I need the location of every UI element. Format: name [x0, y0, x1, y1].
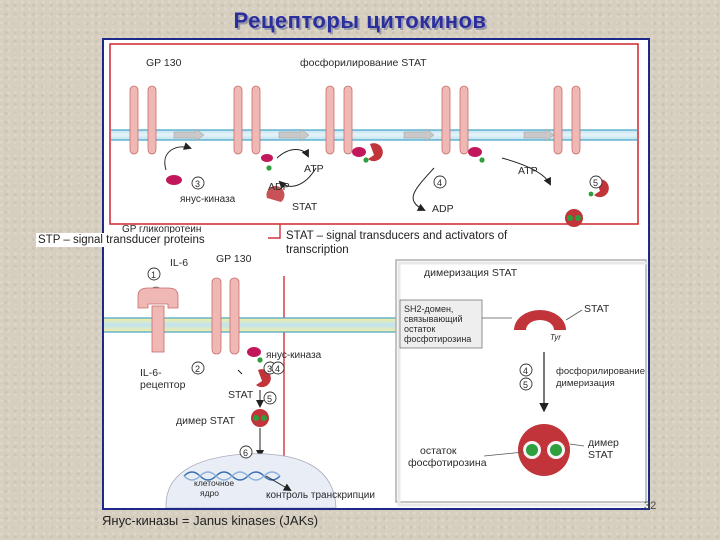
- step-4-top: 4: [437, 178, 442, 188]
- label-sh2-2: связывающий: [404, 314, 463, 324]
- jak-free: [166, 175, 182, 185]
- label-stat-bottom: STAT: [228, 389, 254, 401]
- receptor-pair-2: [233, 85, 261, 155]
- stat-dimer-inset: [518, 424, 570, 476]
- label-sh2-1: SH2-домен,: [404, 304, 453, 314]
- label-sh2-4: фосфотирозина: [404, 334, 471, 344]
- step-2: 2: [195, 364, 200, 374]
- label-dimer-stat: димер STAT: [176, 415, 236, 427]
- page-number: 32: [644, 500, 657, 512]
- label-il6-receptor-2: рецептор: [140, 379, 186, 391]
- il6-receptor-head: [137, 287, 179, 309]
- sh2-callout: [399, 299, 483, 349]
- jak-bottom: [247, 347, 261, 357]
- label-atp-1: ATP: [304, 163, 324, 175]
- stat-note-line-2: transcription: [286, 244, 349, 256]
- label-janus-kinase-top: янус-киназа: [180, 194, 236, 205]
- step-5-bottom: 5: [267, 394, 272, 404]
- label-il6-receptor-1: IL-6-: [140, 367, 162, 379]
- label-sh2-3: остаток: [404, 324, 435, 334]
- jak-bound-2: [352, 147, 366, 157]
- label-gp130-bottom: GP 130: [216, 253, 252, 265]
- label-dimer-1: димер: [588, 437, 619, 449]
- label-dimer-2: STAT: [588, 449, 614, 461]
- label-gp-legend: GP гликопротеин: [122, 224, 201, 235]
- label-nucleus-2: ядро: [200, 488, 219, 498]
- label-transcription-control: контроль транскрипции: [266, 490, 375, 501]
- jak-bound-1: [261, 154, 273, 162]
- receptor-pair-3: [325, 85, 353, 155]
- step-5-top: 5: [593, 178, 598, 188]
- flow-arrow-3: [403, 128, 435, 142]
- label-stat-inset: STAT: [584, 303, 610, 315]
- label-phos-1: фосфорилирование: [556, 366, 645, 377]
- label-il6: IL-6: [170, 257, 188, 269]
- stat-docked: [368, 143, 383, 162]
- stat-dimer-top: [565, 209, 583, 227]
- jak-bound-3: [468, 147, 482, 157]
- stat-incoming: [266, 185, 285, 202]
- stat-note-line-1: STAT – signal transducers and activators…: [286, 230, 508, 242]
- step-1: 1: [151, 270, 156, 280]
- label-stat-top: STAT: [292, 201, 318, 213]
- stat-note: STAT – signal transducers and activators…: [284, 229, 562, 257]
- step-5-inset: 5: [523, 380, 528, 390]
- label-tyr: Tyr: [550, 333, 561, 342]
- stp-note: STP – signal transducer proteins: [36, 233, 207, 247]
- gp130-pair-bottom: [211, 277, 240, 355]
- label-dimerization: димеризация STAT: [424, 267, 518, 279]
- label-gp130-top: GP 130: [146, 57, 182, 69]
- stat-monomer-inset: [514, 310, 566, 330]
- flow-arrow-2: [278, 128, 310, 142]
- step-6: 6: [243, 448, 248, 458]
- receptor-pair-5: [553, 85, 581, 155]
- flow-arrow-1: [173, 128, 205, 142]
- step-3-bottom: 3: [267, 364, 272, 374]
- dna-strand-2: [183, 471, 281, 481]
- label-adp-2: ADP: [432, 203, 454, 215]
- step-4-bottom: 4: [275, 364, 280, 374]
- label-adp-1: ADP: [268, 181, 290, 193]
- label-janus-kinase-bottom: янус-киназа: [266, 350, 322, 361]
- caption: Янус-киназы = Janus kinases (JAKs): [102, 513, 319, 528]
- label-nucleus-1: клеточное: [194, 478, 234, 488]
- step-4-inset: 4: [523, 366, 528, 376]
- il6-receptor-stalk: [151, 305, 165, 353]
- step-3-top: 3: [195, 179, 200, 189]
- label-residue-1: остаток: [420, 445, 457, 457]
- label-phos-2: димеризация: [556, 378, 615, 389]
- bottom-membrane: [104, 318, 404, 332]
- label-phosphorylation: фосфорилирование STAT: [300, 57, 427, 69]
- top-membrane: [111, 130, 637, 140]
- receptor-pair-4: [441, 85, 469, 155]
- flow-arrow-4: [523, 128, 555, 142]
- diagram-figure: GP 130 фосфорилирование STAT 3 янус-кина…: [102, 38, 650, 510]
- label-residue-2: фосфотирозина: [408, 457, 487, 469]
- signaling-diagram: GP 130 фосфорилирование STAT 3 янус-кина…: [104, 43, 648, 508]
- stat-dimer-bottom: [251, 409, 269, 427]
- receptor-pair-1: [129, 85, 157, 155]
- label-atp-2: ATP: [518, 165, 538, 177]
- slide-title: Рецепторы цитокинов: [233, 8, 487, 33]
